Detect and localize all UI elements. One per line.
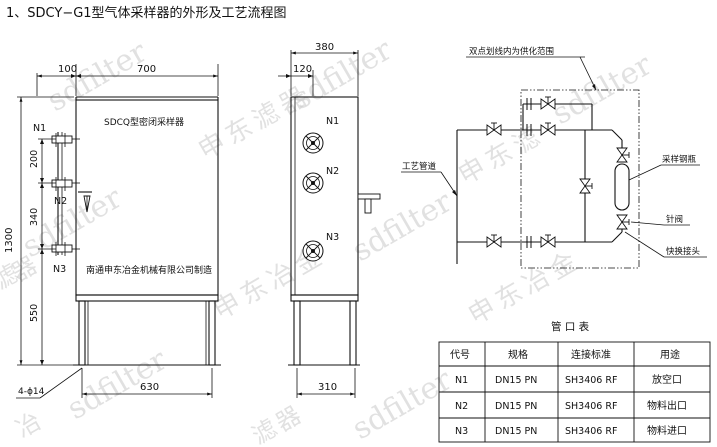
watermark-company: 冶 — [11, 407, 46, 443]
dim-side-width: 380 — [315, 42, 334, 53]
front-view: 100 700 SDCQ型密闭采样器 南通申东冶金机械有限公司制造 — [4, 64, 221, 399]
sample-bottle — [614, 163, 630, 211]
page-title: 1、SDCY−G1型气体采样器的外形及工艺流程图 — [6, 5, 287, 21]
nozzle-table: 管 口 表 代号 规格 连接标准 用途 N1 DN15 PN SH3406 RF… — [438, 320, 711, 443]
dim-side-bottom: 310 — [318, 382, 337, 393]
valve-icon — [486, 234, 502, 248]
side-port-n3: N3 — [326, 232, 339, 243]
needle-valve-label: 针阀 — [666, 214, 683, 225]
table-cell: DN15 PN — [495, 375, 537, 386]
dim-top-width: 700 — [137, 64, 156, 75]
watermark-brand: sdfilter — [547, 47, 659, 132]
valve-icon — [616, 147, 630, 163]
handle-icon — [78, 191, 92, 213]
needle-valve-icon — [616, 214, 630, 230]
nozzle-n3 — [51, 242, 80, 256]
table-cell: SH3406 RF — [565, 401, 617, 412]
table-header: 用途 — [660, 348, 680, 361]
nozzle-n2 — [51, 177, 80, 191]
table-cell: SH3406 RF — [565, 375, 617, 386]
dim-200: 200 — [29, 150, 40, 168]
scope-label: 双点划线内为供化范围 — [469, 46, 554, 57]
dim-550: 550 — [29, 304, 40, 322]
gauge-icon — [302, 240, 324, 262]
table-cell: N1 — [455, 375, 468, 386]
sampler-name: SDCQ型密闭采样器 — [104, 116, 184, 128]
watermark-brand: sdfilter — [42, 34, 154, 119]
table-cell: DN15 PN — [495, 426, 537, 437]
valve-icon — [540, 234, 556, 248]
watermark-brand: sdfilter — [347, 362, 459, 447]
table-cell: DN15 PN — [495, 401, 537, 412]
quick-joint-label: 快换接头 — [666, 246, 701, 257]
valve-icon — [540, 122, 556, 136]
dim-bottom: 630 — [140, 382, 159, 393]
gauge-icon — [302, 132, 324, 154]
table-cell: SH3406 RF — [565, 426, 617, 437]
dim-holes: 4-ϕ14 — [18, 387, 45, 397]
port-label-n1: N1 — [33, 123, 46, 134]
dim-height: 1300 — [4, 228, 15, 253]
table-caption: 管 口 表 — [551, 320, 590, 333]
table-cell: N2 — [455, 401, 468, 412]
table-header: 连接标准 — [571, 348, 611, 361]
nozzle-n1 — [51, 133, 80, 147]
side-view: 380 120 N1 N2 N3 310 — [278, 42, 381, 398]
valve-icon — [579, 178, 593, 194]
table-cell: 放空口 — [652, 373, 682, 386]
port-label-n2: N2 — [54, 196, 67, 207]
process-pipe-label: 工艺管道 — [402, 161, 437, 172]
flow-diagram: 双点划线内为供化范围 工艺管道 — [401, 46, 707, 269]
side-port-n1: N1 — [326, 116, 339, 127]
valve-icon — [486, 122, 502, 136]
maker-name: 南通申东冶金机械有限公司制造 — [86, 264, 212, 276]
gauge-icon — [302, 172, 324, 194]
table-header: 规格 — [508, 348, 528, 361]
dim-340: 340 — [29, 208, 40, 226]
table-header: 代号 — [450, 349, 470, 361]
bottle-label: 采样钢瓶 — [662, 154, 697, 165]
dim-top-left: 100 — [58, 64, 77, 75]
port-label-n3: N3 — [53, 264, 66, 275]
table-cell: N3 — [455, 426, 468, 437]
table-cell: 物料出口 — [647, 399, 687, 412]
table-cell: 物料进口 — [647, 424, 687, 437]
side-port-n2: N2 — [326, 166, 339, 177]
dim-side-offset: 120 — [293, 64, 312, 75]
